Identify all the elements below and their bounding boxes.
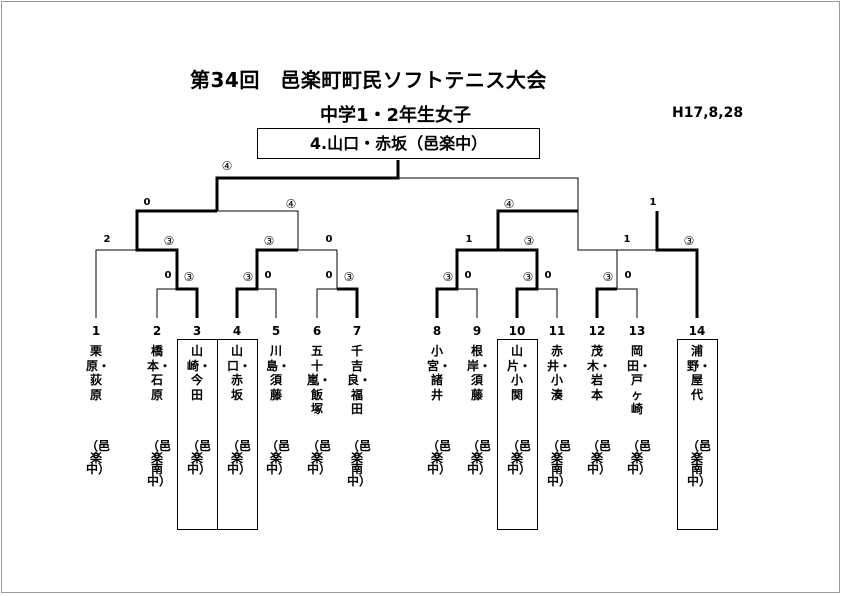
score-qf-2-right: 0 bbox=[325, 234, 333, 245]
winner-box: 4.山口・赤坂（邑楽中） bbox=[257, 128, 540, 159]
player-club: （邑楽中） bbox=[587, 439, 612, 476]
score-r1-6v7-right: ③ bbox=[343, 270, 355, 284]
player-names: 橋本・石原 bbox=[147, 344, 172, 402]
score-qf-4-right: ③ bbox=[683, 234, 695, 248]
player-club: （邑楽中） bbox=[227, 439, 252, 476]
win-left-semi bbox=[215, 160, 400, 211]
branch-p2 bbox=[156, 288, 177, 318]
player-number: 5 bbox=[271, 324, 281, 338]
score-r1-12v13-right: 0 bbox=[624, 270, 632, 281]
branch-p6 bbox=[316, 288, 337, 318]
player-number: 11 bbox=[548, 324, 566, 338]
score-qf-1-left: 2 bbox=[103, 234, 111, 245]
score-r1-6v7-left: 0 bbox=[325, 270, 333, 281]
player-number: 2 bbox=[152, 324, 162, 338]
score-r1-4v5-right: 0 bbox=[264, 270, 272, 281]
player-names: 山崎・今田 bbox=[187, 344, 212, 402]
player-names: 根岸・須藤 bbox=[467, 344, 492, 402]
branch-qf2-right bbox=[217, 210, 299, 250]
player-club: （邑楽南中） bbox=[147, 439, 172, 488]
player-number: 3 bbox=[192, 324, 202, 338]
player-club: （邑楽中） bbox=[627, 439, 652, 476]
win-p10 bbox=[498, 248, 539, 318]
branch-p11 bbox=[517, 288, 558, 318]
player-names: 山口・赤坂 bbox=[227, 344, 252, 402]
player-number: 13 bbox=[628, 324, 646, 338]
branch-p9 bbox=[457, 288, 478, 318]
player-club: （邑楽中） bbox=[187, 439, 212, 476]
player-club: （邑楽中） bbox=[427, 439, 452, 476]
player-names: 小宮・諸井 bbox=[427, 344, 452, 402]
win-p4 bbox=[235, 248, 298, 318]
division-title: 中学1・2年生女子 bbox=[320, 105, 472, 126]
player-club: （邑楽中） bbox=[507, 439, 532, 476]
player-club: （邑楽中） bbox=[307, 439, 332, 476]
player-names: 山片・小関 bbox=[507, 344, 532, 402]
player-number: 6 bbox=[312, 324, 322, 338]
score-r1-8v9-left: ③ bbox=[442, 270, 454, 284]
player-club: （邑楽南中） bbox=[347, 439, 372, 488]
branch-qf4-left bbox=[577, 211, 657, 251]
player-number: 10 bbox=[508, 324, 526, 338]
player-number: 8 bbox=[432, 324, 442, 338]
score-r1-10v11-right: 0 bbox=[544, 270, 552, 281]
player-box-10 bbox=[497, 339, 538, 530]
branch-qf-67 bbox=[298, 249, 338, 289]
player-names: 千吉良・福田 bbox=[347, 344, 372, 416]
score-r1-2v3-right: ③ bbox=[183, 270, 195, 284]
player-box-14 bbox=[677, 339, 718, 530]
score-r1-8v9-right: 0 bbox=[464, 270, 472, 281]
player-names: 五十嵐・飯塚 bbox=[307, 344, 332, 416]
player-number: 12 bbox=[588, 324, 606, 338]
win-p14 bbox=[655, 211, 699, 318]
player-number: 9 bbox=[472, 324, 482, 338]
player-names: 岡田・戸ヶ崎 bbox=[627, 344, 652, 416]
player-club: （邑楽南中） bbox=[547, 439, 572, 488]
score-qf-3-left: 1 bbox=[465, 234, 473, 245]
branch-p1 bbox=[95, 249, 137, 318]
score-qf-4-left: 1 bbox=[623, 234, 631, 245]
player-box-4 bbox=[217, 339, 258, 530]
score-semi-right-left: ④ bbox=[503, 197, 515, 211]
branch-right-semi bbox=[398, 177, 579, 211]
player-number: 4 bbox=[232, 324, 242, 338]
win-p8 bbox=[435, 209, 578, 318]
player-names: 茂木・岩本 bbox=[587, 344, 612, 402]
player-club: （邑楽中） bbox=[266, 439, 291, 476]
score-r1-10v11-left: ③ bbox=[522, 270, 534, 284]
player-names: 赤井・小湊 bbox=[547, 344, 572, 402]
player-number: 14 bbox=[688, 324, 706, 338]
player-names: 浦野・屋代 bbox=[687, 344, 712, 402]
branch-p5 bbox=[257, 288, 277, 318]
score-qf-3-right: ③ bbox=[523, 234, 535, 248]
score-qf-2-left: ③ bbox=[263, 234, 275, 248]
event-date: H17,8,28 bbox=[672, 105, 744, 121]
score-semi-left-left: 0 bbox=[143, 197, 151, 208]
player-club: （邑楽中） bbox=[86, 439, 111, 476]
player-club: （邑楽南中） bbox=[687, 439, 712, 488]
player-number: 7 bbox=[352, 324, 362, 338]
win-p3 bbox=[135, 209, 217, 318]
player-number: 1 bbox=[91, 324, 101, 338]
score-qf-1-right: ③ bbox=[163, 234, 175, 248]
page-title: 第34回 邑楽町町民ソフトテニス大会 bbox=[190, 68, 547, 92]
score-top-left: ④ bbox=[221, 159, 233, 173]
player-names: 川島・須藤 bbox=[266, 344, 291, 402]
score-r1-12v13-left: ③ bbox=[602, 270, 614, 284]
score-r1-4v5-left: ③ bbox=[242, 270, 254, 284]
player-names: 栗原・荻原 bbox=[86, 344, 111, 402]
score-semi-right-right: 1 bbox=[649, 197, 657, 208]
branch-p13 bbox=[617, 288, 638, 318]
score-r1-2v3-left: 0 bbox=[164, 270, 172, 281]
win-p12 bbox=[595, 287, 617, 318]
score-semi-left-right: ④ bbox=[285, 197, 297, 211]
player-club: （邑楽中） bbox=[467, 439, 492, 476]
win-p7 bbox=[337, 287, 359, 318]
